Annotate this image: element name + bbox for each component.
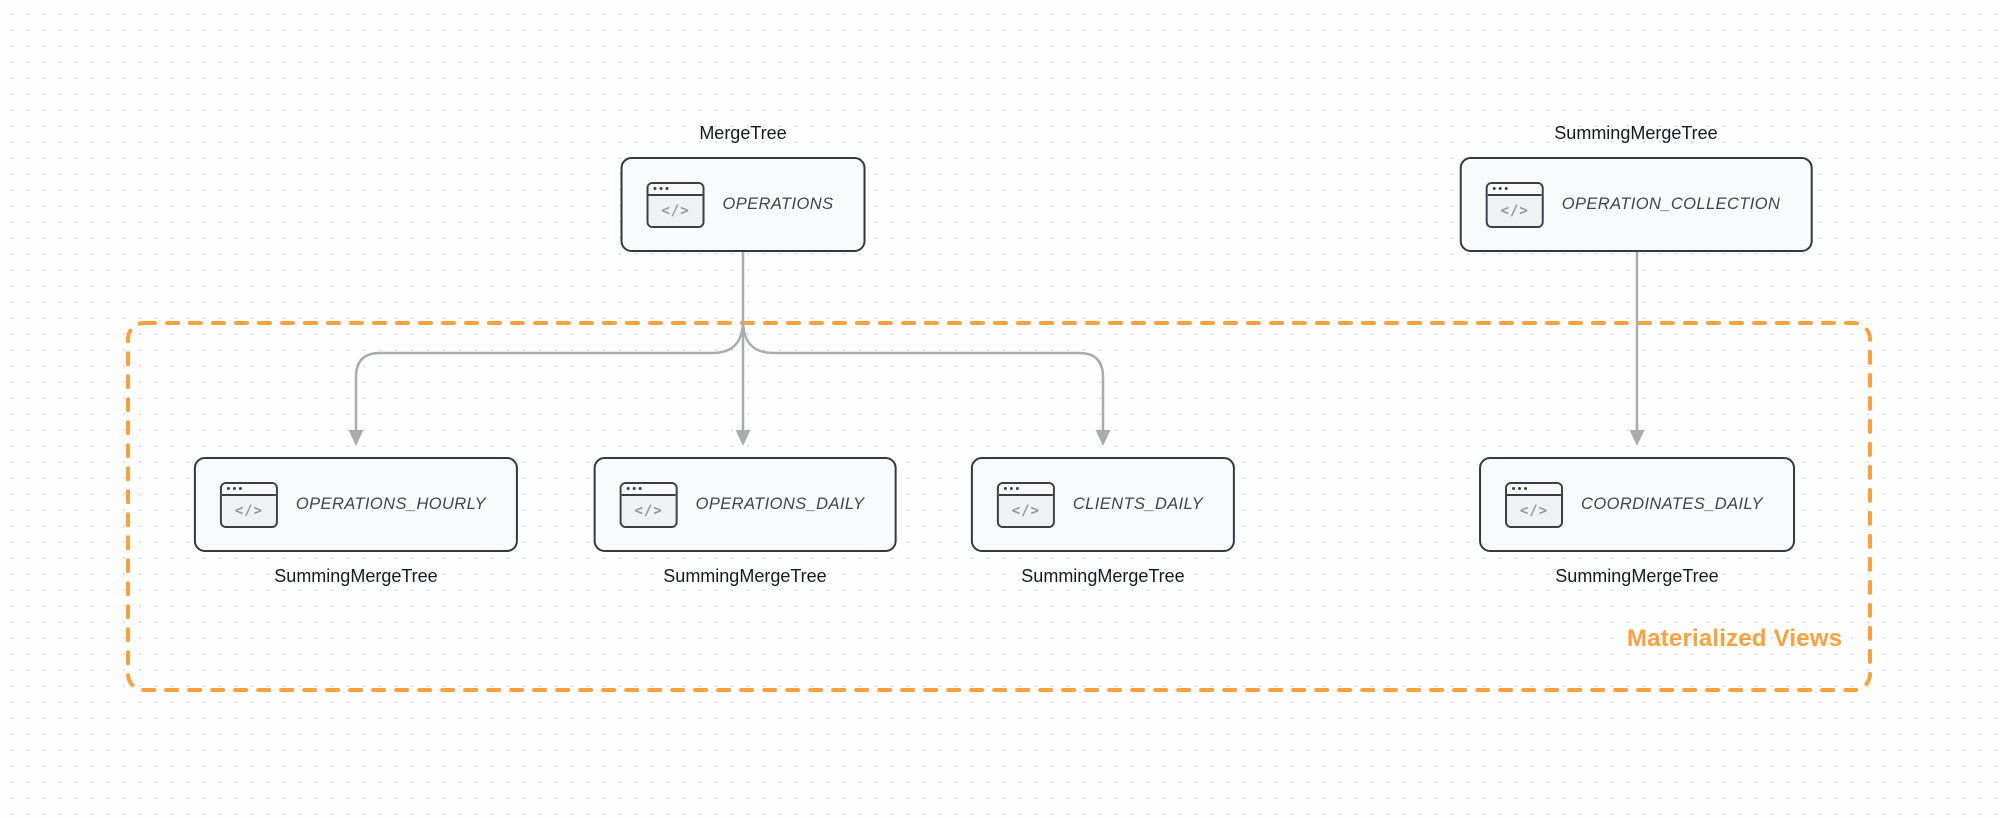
table-node-box[interactable]: </> OPERATIONS_DAILY (593, 457, 897, 552)
engine-label: MergeTree (699, 123, 787, 143)
table-name: OPERATIONS (722, 195, 834, 213)
table-name: OPERATIONS_DAILY (695, 495, 865, 513)
window-bar (221, 483, 276, 496)
code-glyph: </> (998, 495, 1053, 526)
code-glyph: </> (221, 495, 276, 526)
code-window-icon: </> (219, 481, 278, 528)
arrowhead-operations-hourly (348, 430, 364, 446)
code-glyph: </> (621, 495, 676, 526)
edge-operations-to-operations-hourly (354, 319, 745, 431)
table-node-box[interactable]: </> OPERATIONS (620, 157, 866, 252)
code-window-icon: </> (1505, 481, 1564, 528)
node-clients-daily[interactable]: </> CLIENTS_DAILY SummingMergeTree (970, 457, 1236, 587)
engine-label: SummingMergeTree (1021, 566, 1185, 586)
code-glyph: </> (648, 195, 703, 226)
table-node-box[interactable]: </> OPERATION_COLLECTION (1459, 157, 1813, 252)
table-name: OPERATIONS_HOURLY (295, 495, 487, 513)
code-window-icon: </> (619, 481, 678, 528)
table-name: COORDINATES_DAILY (1581, 495, 1763, 513)
arrowhead-clients-daily (1095, 430, 1111, 446)
code-window-icon: </> (646, 181, 705, 228)
node-coordinates-daily[interactable]: </> COORDINATES_DAILY SummingMergeTree (1479, 457, 1795, 587)
code-glyph: </> (1507, 495, 1562, 526)
code-glyph: </> (1487, 195, 1542, 226)
window-bar (998, 483, 1053, 496)
table-node-box[interactable]: </> OPERATIONS_HOURLY (193, 457, 519, 552)
materialized-views-group-border (126, 321, 1872, 692)
engine-label: SummingMergeTree (663, 566, 827, 586)
table-name: OPERATION_COLLECTION (1561, 195, 1781, 213)
window-bar (1507, 483, 1562, 496)
table-name: CLIENTS_DAILY (1072, 495, 1204, 513)
node-operations[interactable]: MergeTree </> OPERATIONS (620, 122, 866, 252)
engine-label: SummingMergeTree (1554, 123, 1718, 143)
edge-operations-to-clients-daily (741, 319, 1105, 431)
window-bar (1487, 183, 1542, 196)
engine-label: SummingMergeTree (1555, 566, 1719, 586)
node-operations-hourly[interactable]: </> OPERATIONS_HOURLY SummingMergeTree (193, 457, 519, 587)
table-node-box[interactable]: </> COORDINATES_DAILY (1479, 457, 1795, 552)
node-operation-collection[interactable]: SummingMergeTree </> OPERATION_COLLECTIO… (1459, 122, 1813, 252)
code-window-icon: </> (996, 481, 1055, 528)
table-node-box[interactable]: </> CLIENTS_DAILY (970, 457, 1236, 552)
arrowhead-operations-daily (735, 430, 751, 446)
arrowhead-coordinates-daily (1629, 430, 1645, 446)
window-bar (621, 483, 676, 496)
window-bar (648, 183, 703, 196)
code-window-icon: </> (1485, 181, 1544, 228)
materialized-views-label: Materialized Views (1627, 625, 1843, 652)
engine-label: SummingMergeTree (274, 566, 438, 586)
node-operations-daily[interactable]: </> OPERATIONS_DAILY SummingMergeTree (593, 457, 897, 587)
